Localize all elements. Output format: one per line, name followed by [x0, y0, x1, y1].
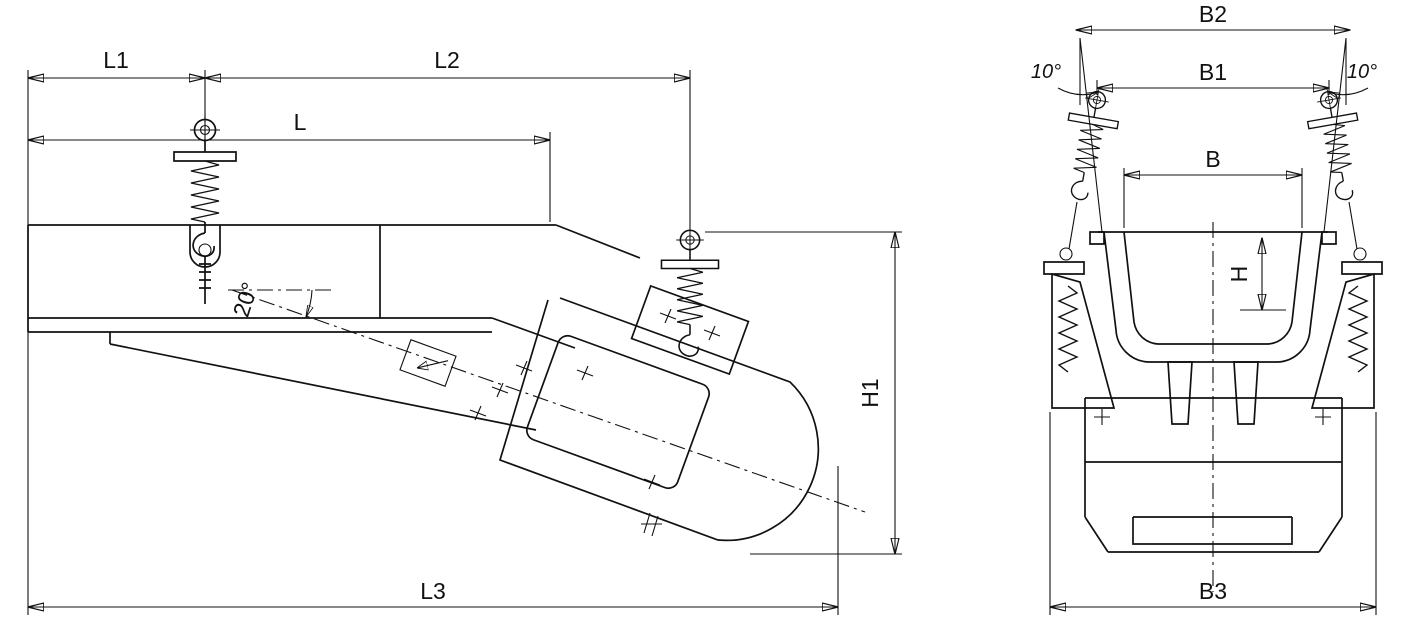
- right-hanger-link: [1348, 201, 1358, 250]
- left-hanger-eye-bolt: [1059, 247, 1073, 261]
- dim-b2: B2: [1076, 1, 1350, 30]
- dim-b2-label: B2: [1199, 1, 1227, 27]
- extension-lines-side: [27, 70, 902, 615]
- right-spring-bracket: [1310, 261, 1383, 409]
- angle-10-left: 10°: [1031, 61, 1098, 95]
- dim-h-label: H: [1226, 266, 1252, 283]
- trough-support-legs: [1167, 361, 1259, 425]
- angle-10-left-arc: [1057, 87, 1098, 95]
- center-cross-marks: [469, 308, 721, 490]
- extension-lines-end: [1049, 37, 1377, 615]
- angle-10-left-label: 10°: [1031, 61, 1061, 83]
- angle-10-right-arc: [1328, 87, 1369, 95]
- dim-l2: L2: [205, 47, 690, 78]
- left-hanger-link: [1068, 201, 1078, 250]
- end-view: B2 B1 B H B3 10° 10°: [1031, 1, 1383, 615]
- dim-b-label: B: [1205, 146, 1220, 172]
- front-hanger-attachment: [189, 225, 221, 304]
- side-view: L1 L2 L L3 H1: [27, 47, 902, 615]
- dim-b: B: [1124, 146, 1302, 175]
- angle-20-label: 20°: [228, 279, 263, 320]
- trough-outline: [27, 224, 641, 431]
- dim-b1: B1: [1097, 59, 1329, 88]
- left-spring-bracket: [1043, 261, 1116, 409]
- dim-l3-label: L3: [420, 578, 446, 604]
- dim-b1-label: B1: [1199, 59, 1227, 85]
- right-hanger-eye-bolt: [1353, 247, 1367, 261]
- right-spring-hanger: [1301, 83, 1372, 205]
- dim-l3: L3: [28, 578, 838, 607]
- indicator-box: [399, 339, 457, 387]
- bracket-plate: [630, 284, 750, 376]
- dim-b3: B3: [1050, 578, 1376, 607]
- trough-top-lips: [1089, 231, 1337, 245]
- front-hanger-eye-bolt: [198, 243, 212, 257]
- direction-arrow-icon: [418, 360, 449, 377]
- right-bracket-spring-coil: [1347, 285, 1369, 373]
- vibration-direction-indicator: [399, 339, 457, 387]
- dim-h1-label: H1: [857, 378, 883, 407]
- angle-arc: [306, 289, 312, 317]
- angle-10-right-label: 10°: [1347, 61, 1377, 83]
- angle-10-right: 10°: [1328, 61, 1377, 95]
- dim-h1: H1: [857, 232, 895, 554]
- dim-l1-label: L1: [103, 47, 129, 73]
- dim-l1: L1: [28, 47, 205, 78]
- rear-hanger-bracket: [630, 284, 750, 376]
- dim-l2-label: L2: [434, 47, 460, 73]
- dim-l: L: [28, 109, 550, 140]
- axis-centerline: [231, 289, 866, 513]
- motor-body: [525, 334, 711, 490]
- left-bracket-spring-coil: [1057, 285, 1079, 373]
- housing-outline: [498, 297, 820, 542]
- front-spring-hanger: [173, 114, 237, 258]
- left-spring-hanger: [1054, 83, 1125, 205]
- bolt-detail: [641, 512, 662, 537]
- vibration-motor: [525, 334, 711, 490]
- dim-l-label: L: [294, 109, 307, 135]
- base-body-cross-marks: [1094, 409, 1331, 425]
- dim-h: H: [1226, 238, 1262, 310]
